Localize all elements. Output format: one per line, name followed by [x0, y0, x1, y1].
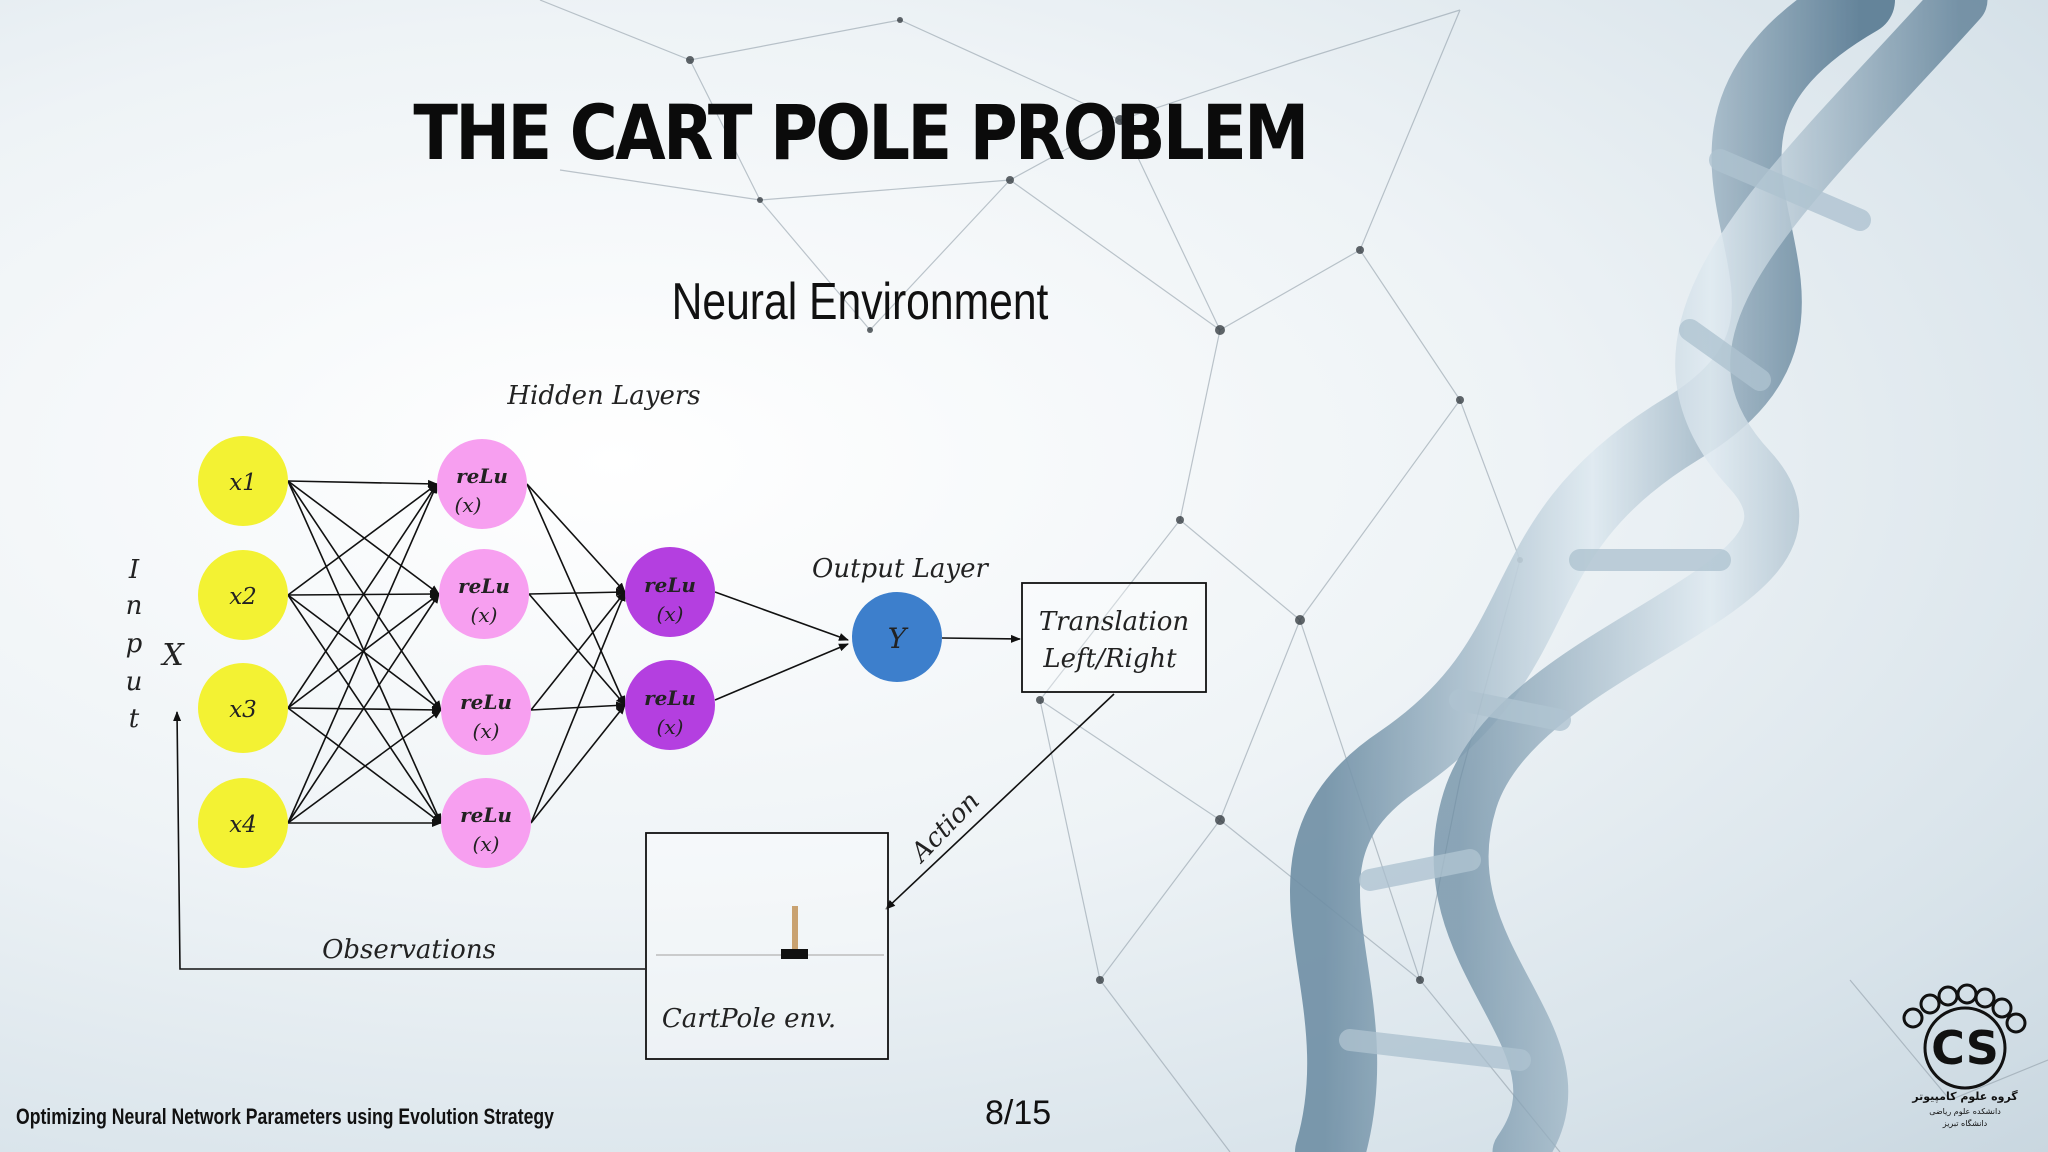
- output-layer-label: Output Layer: [812, 554, 989, 584]
- hidden1-hidden2-edge: [530, 591, 626, 824]
- hidden2-output-connection-1: [714, 591, 849, 641]
- hidden1-node-label: reLu: [460, 803, 512, 827]
- hidden1-hidden2-edge: [526, 483, 626, 593]
- hidden1-node: [439, 549, 529, 639]
- input-hidden1-edge: [287, 593, 440, 824]
- input-node: [198, 550, 288, 640]
- action-arrow: [885, 693, 1115, 910]
- logo-caption-3: دانشگاه تبریز: [1942, 1118, 1988, 1128]
- input-hidden1-edge: [287, 480, 442, 711]
- input-hidden1-edge: [287, 483, 438, 824]
- input-node: [198, 663, 288, 753]
- input-node-label: x4: [229, 812, 257, 838]
- hidden1-node: [437, 439, 527, 529]
- footer-text: Optimizing Neural Network Parameters usi…: [16, 1104, 554, 1129]
- translation-box: [1021, 582, 1207, 693]
- input-hidden1-edge: [287, 483, 438, 709]
- hidden1-node-arg: (x): [473, 832, 500, 856]
- hidden1-hidden2-edge: [528, 593, 626, 706]
- hidden1-node-label: reLu: [460, 690, 512, 714]
- observations-arrow: [173, 711, 645, 970]
- page-number: 8/15: [985, 1094, 1052, 1132]
- input-label-letter: I: [128, 555, 140, 585]
- logo-letters: CS: [1931, 1021, 1999, 1075]
- translation-box-line1: Translation: [1039, 607, 1189, 637]
- hidden1-node-arg: (x): [473, 719, 500, 743]
- hidden2-node-arg: (x): [657, 602, 684, 626]
- output-node-label: Y: [888, 622, 909, 655]
- input-label-letter: n: [126, 591, 143, 621]
- hidden2-node-arg: (x): [657, 715, 684, 739]
- input-hidden1-edge: [287, 479, 438, 488]
- logo-caption-1: گروه علوم کامپیوتر: [1911, 1090, 2018, 1103]
- cartpole-env-label: CartPole env.: [662, 1004, 836, 1034]
- hidden1-hidden2-edge: [530, 591, 626, 711]
- hidden1-node-arg: (x): [471, 603, 498, 627]
- input-node: [198, 436, 288, 526]
- hidden1-hidden2-edge: [526, 483, 626, 706]
- input-hidden1-edge: [287, 480, 440, 595]
- hidden2-node-label: reLu: [644, 573, 696, 597]
- input-node-label: x1: [229, 470, 257, 496]
- input-node: [198, 778, 288, 868]
- input-label: I n p u t X: [126, 555, 186, 734]
- input-node-label: x3: [229, 697, 257, 723]
- hidden1-hidden2-edge: [528, 588, 626, 597]
- input-hidden1-connections: [287, 479, 442, 827]
- hidden-layers-label: Hidden Layers: [506, 381, 700, 411]
- hidden2-node-label: reLu: [644, 686, 696, 710]
- slide-subtitle: Neural Environment: [671, 273, 1049, 331]
- input-variable: X: [160, 638, 185, 673]
- input-hidden1-edge: [287, 709, 442, 824]
- hidden1-node-arg: (x): [455, 493, 482, 517]
- hidden1-node: [441, 778, 531, 868]
- input-label-letter: u: [126, 667, 143, 697]
- input-hidden1-edge: [287, 705, 442, 714]
- action-label: Action: [904, 786, 986, 869]
- observations-label: Observations: [322, 935, 496, 965]
- output-to-translation-arrow: [941, 634, 1021, 643]
- input-label-letter: p: [126, 629, 143, 659]
- hidden1-hidden2-connections: [526, 483, 626, 824]
- hidden-layer-2: reLu (x) reLu (x): [625, 547, 715, 750]
- cartpole-env-box: [645, 832, 889, 1060]
- hidden1-node-label: reLu: [458, 574, 510, 598]
- translation-box-line2: Left/Right: [1042, 644, 1177, 674]
- hidden1-node: [441, 665, 531, 755]
- hidden-layer-1: reLu (x) reLu (x) reLu (x) reLu (x): [437, 439, 531, 868]
- output-node: [852, 592, 942, 682]
- hidden2-output-connection-2: [714, 643, 849, 701]
- hidden2-node: [625, 547, 715, 637]
- input-hidden1-edge: [287, 707, 442, 824]
- hidden2-node: [625, 660, 715, 750]
- logo-caption-2: دانشکده علوم ریاضی: [1929, 1107, 2001, 1116]
- input-label-letter: t: [129, 704, 140, 734]
- cs-department-logo: CS گروه علوم کامپیوتر دانشکده علوم ریاضی…: [1902, 983, 2027, 1128]
- slide-title: THE CART POLE PROBLEM: [413, 88, 1309, 177]
- input-layer: x1 x2 x3 x4: [198, 436, 288, 868]
- cartpole-pole: [792, 906, 798, 950]
- hidden1-node-label: reLu: [456, 464, 508, 488]
- input-hidden1-edge: [287, 483, 438, 596]
- cartpole-cart: [781, 949, 808, 959]
- hidden1-hidden2-edge: [530, 704, 626, 824]
- input-node-label: x2: [229, 584, 257, 610]
- input-hidden1-edge: [287, 594, 442, 711]
